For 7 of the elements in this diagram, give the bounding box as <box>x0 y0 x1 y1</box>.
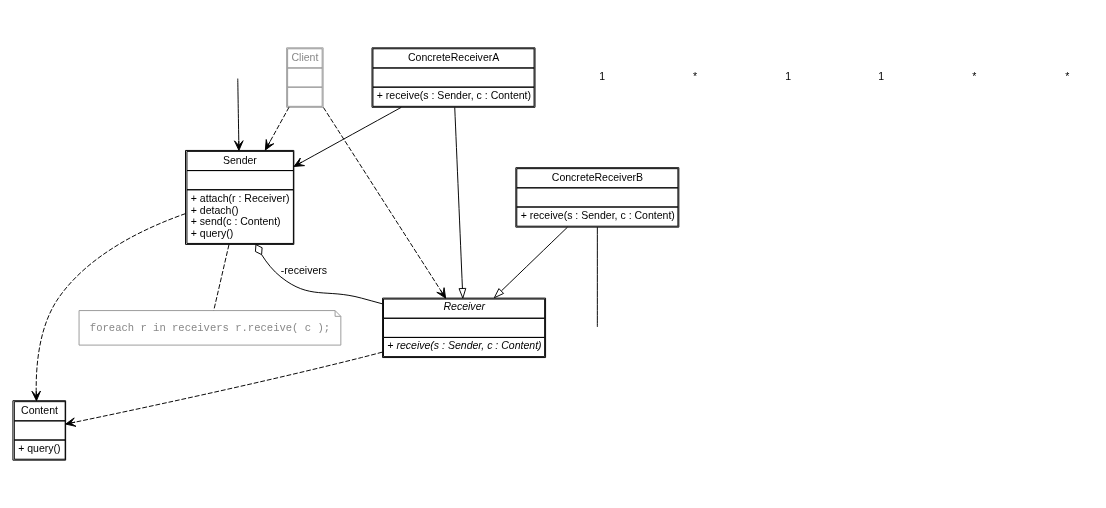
label: * <box>1065 70 1070 83</box>
edge-label: -receivers <box>280 263 328 276</box>
label: * <box>972 70 977 83</box>
label: 1 <box>878 70 885 83</box>
label: 1 <box>599 70 606 83</box>
label: 1 <box>785 70 792 83</box>
label: * <box>693 70 698 83</box>
